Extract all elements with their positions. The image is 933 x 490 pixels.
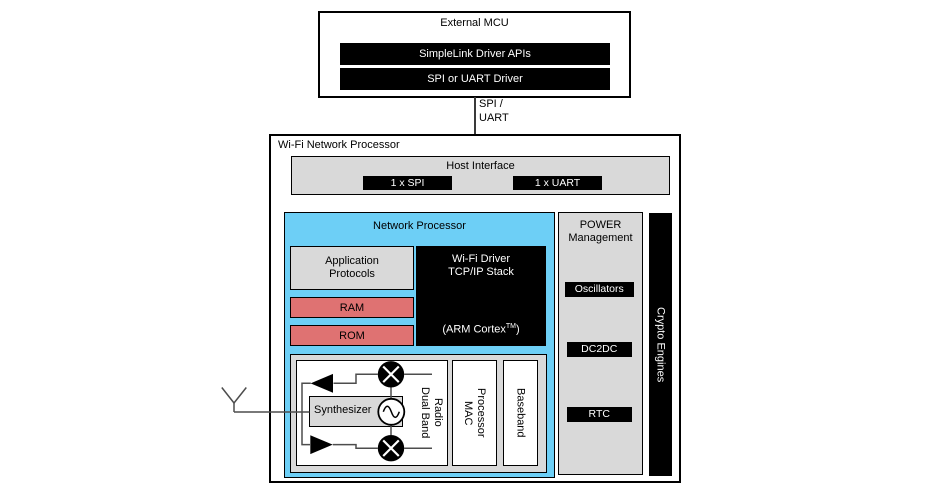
power-management-box: POWER Management Oscillators DC2DC RTC: [558, 212, 643, 475]
wifi-network-processor-title: Wi-Fi Network Processor: [278, 139, 400, 151]
wifi-network-processor-box: Wi-Fi Network Processor Host Interface 1…: [269, 134, 681, 483]
connector-label-line1: SPI /: [479, 98, 503, 110]
crypto-engines-label: Crypto Engines: [654, 306, 667, 383]
application-protocols-line2: Protocols: [329, 267, 375, 280]
dual-band-line2: Radio: [432, 398, 444, 428]
mac-processor-box: MAC Processor: [451, 360, 497, 466]
power-title-line2: Management: [568, 231, 633, 244]
ram-box: RAM: [290, 296, 414, 318]
radio-section-box: Dual Band Radio Synthesizer MAC Processo…: [290, 354, 547, 473]
mac-line2: Processor: [475, 387, 487, 438]
power-management-title: POWER Management: [559, 219, 642, 244]
application-protocols-box: Application Protocols: [290, 246, 414, 290]
rtc-chip: RTC: [566, 406, 632, 422]
wifi-driver-label: Wi-Fi Driver TCP/IP Stack: [416, 246, 546, 278]
wifi-driver-box: Wi-Fi Driver TCP/IP Stack (ARM CortexTM): [416, 246, 546, 346]
uart-port-chip: 1 x UART: [513, 175, 602, 190]
spi-uart-driver-bar: SPI or UART Driver: [340, 68, 610, 90]
dual-band-line1: Dual Band: [419, 387, 431, 439]
external-mcu-title: External MCU: [440, 17, 509, 29]
oscillators-chip: Oscillators: [565, 281, 634, 297]
application-protocols-line1: Application: [325, 255, 379, 267]
external-mcu-box: External MCU SimpleLink Driver APIs SPI …: [318, 11, 631, 98]
spi-uart-connector-line: [474, 97, 476, 135]
spi-port-chip: 1 x SPI: [363, 175, 452, 190]
wifi-driver-line2: TCP/IP Stack: [448, 265, 514, 278]
simplelink-driver-apis-bar: SimpleLink Driver APIs: [340, 43, 610, 65]
network-processor-title: Network Processor: [373, 220, 466, 232]
mac-line1: MAC: [462, 400, 474, 425]
spi-uart-connector-label: SPI / UART: [479, 98, 509, 125]
network-processor-box: Network Processor Application Protocols …: [284, 212, 555, 478]
host-interface-box: Host Interface 1 x SPI 1 x UART: [291, 156, 670, 195]
dc2dc-chip: DC2DC: [566, 341, 632, 357]
baseband-box: Baseband: [502, 360, 538, 466]
crypto-engines-bar: Crypto Engines: [648, 213, 672, 476]
wifi-driver-line1: Wi-Fi Driver: [451, 253, 511, 265]
synthesizer-box: Synthesizer: [309, 396, 403, 427]
rom-box: ROM: [290, 324, 414, 346]
host-interface-title: Host Interface: [446, 160, 515, 172]
power-title-line1: POWER: [579, 219, 622, 231]
arm-cortex-label: (ARM CortexTM): [442, 323, 520, 336]
dual-band-radio-label: Dual Band Radio: [418, 361, 445, 465]
baseband-label: Baseband: [514, 387, 527, 438]
connector-label-line2: UART: [479, 111, 509, 124]
